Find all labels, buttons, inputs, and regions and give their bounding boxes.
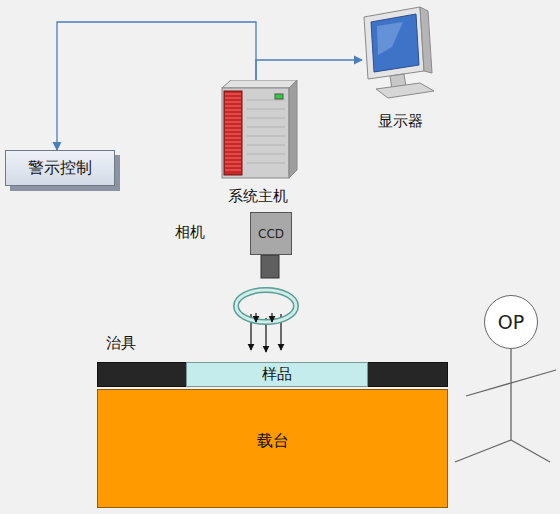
camera-lens: [261, 255, 279, 278]
server-icon: [217, 80, 299, 180]
ccd-camera: 相机CCD: [250, 212, 292, 255]
node-label: 载台: [257, 431, 289, 452]
monitor-icon: [358, 5, 442, 101]
monitor-node: 显示器: [358, 5, 442, 133]
node-label: CCD: [258, 227, 284, 241]
stage-platform: 载台: [97, 389, 448, 508]
light-rays-top: [256, 313, 272, 322]
operator-head: OP: [484, 295, 538, 349]
server-node: 系统主机: [217, 80, 299, 208]
ring-light-inner: [236, 290, 296, 322]
node-label: 样品: [262, 365, 292, 384]
warning-control-box: 警示控制: [5, 150, 115, 186]
node-label: 警示控制: [28, 158, 92, 179]
sample-box: 样品: [186, 362, 368, 387]
fixture-bar: 治具样品: [97, 362, 448, 387]
signal-connector: [256, 60, 362, 80]
node-label: 显示器: [358, 112, 442, 131]
node-label: 治具: [106, 334, 136, 353]
node-label: 相机: [175, 223, 205, 242]
node-label: OP: [498, 311, 524, 333]
node-label: 系统主机: [207, 187, 309, 206]
operator-figure: [455, 349, 556, 462]
ring-light: [236, 290, 296, 322]
